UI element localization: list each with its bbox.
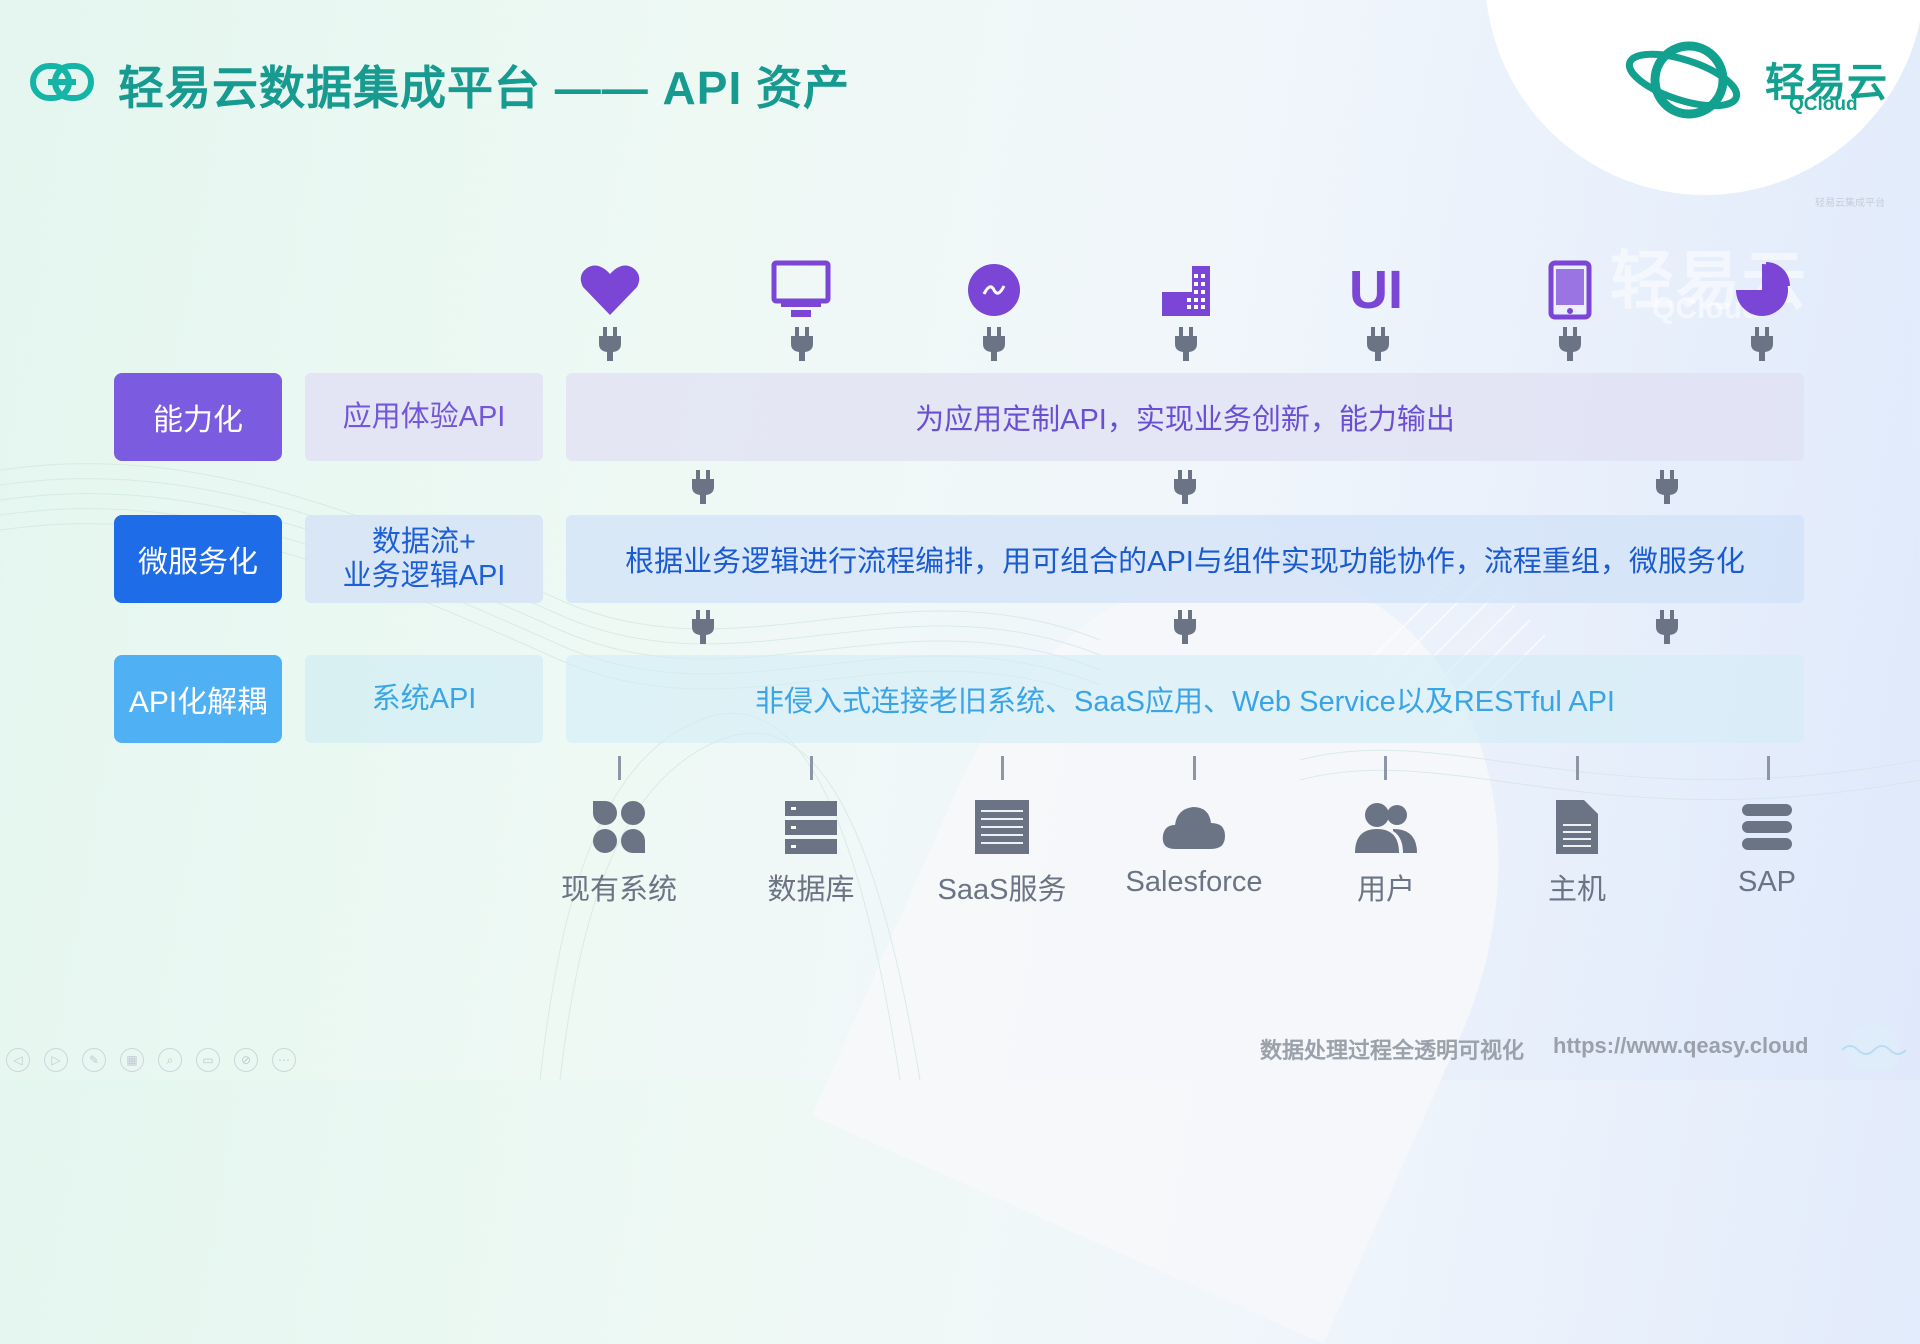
footer-slogan: 数据处理过程全透明可视化	[1260, 1038, 1525, 1063]
row-label-capability: 能力化	[114, 373, 282, 461]
plug-icon	[692, 470, 714, 504]
document-window-icon	[966, 795, 1038, 859]
slides-grid-icon[interactable]: ▦	[120, 1048, 144, 1072]
cloud-icon	[1158, 795, 1230, 859]
system-label-saas: SaaS服务	[937, 874, 1067, 906]
logo-text: 轻易云	[1765, 61, 1888, 105]
plug-icon	[1367, 327, 1389, 361]
footer-url[interactable]: https://www.qeasy.cloud	[1553, 1033, 1809, 1058]
plug-icon	[1656, 470, 1678, 504]
connector-line	[1576, 756, 1579, 780]
row-desc-microservice: 根据业务逻辑进行流程编排，用可组合的API与组件实现功能协作，流程重组，微服务化	[566, 515, 1804, 603]
ui-text-icon: UI	[1349, 260, 1403, 320]
connector-line	[618, 756, 621, 780]
subtitles-icon[interactable]: ▭	[196, 1048, 220, 1072]
camera-off-icon[interactable]: ⊘	[234, 1048, 258, 1072]
connector-line	[1384, 756, 1387, 780]
row-api-dataflow-line2: 业务逻辑API	[342, 560, 506, 592]
logo-subtext: QCloud	[1789, 94, 1858, 115]
system-label-user: 用户	[1356, 874, 1415, 906]
row-api-dataflow: 数据流+业务逻辑API	[305, 515, 543, 603]
row-api-experience: 应用体验API	[305, 373, 543, 461]
plug-icon	[1751, 327, 1773, 361]
plug-icon	[1559, 327, 1581, 361]
zoom-icon[interactable]: ⌕	[158, 1048, 182, 1072]
plug-icon	[1175, 327, 1197, 361]
row-label-microservice-text: 微服务化	[138, 546, 258, 579]
plug-icon	[599, 327, 621, 361]
qcloud-logo-icon	[1625, 41, 1741, 119]
connector-line	[1001, 756, 1004, 780]
pie-chart-icon	[1731, 258, 1793, 322]
database-server-icon	[775, 795, 847, 859]
wave-decoration-icon	[1841, 1024, 1907, 1070]
pulse-circle-icon	[963, 258, 1025, 322]
users-icon	[1350, 795, 1422, 859]
more-options-icon[interactable]: ⋯	[272, 1048, 296, 1072]
system-label-salesforce: Salesforce	[1125, 866, 1263, 898]
plug-icon	[1174, 470, 1196, 504]
plug-icon	[692, 610, 714, 644]
row-label-microservice: 微服务化	[114, 515, 282, 603]
heart-icon	[579, 258, 641, 322]
connector-line	[810, 756, 813, 780]
link-icon	[30, 63, 94, 101]
plug-icon	[791, 327, 813, 361]
row-label-decoupling: API化解耦	[114, 655, 282, 743]
row-desc-decoupling: 非侵入式连接老旧系统、SaaS应用、Web Service以及RESTful A…	[566, 655, 1804, 743]
next-slide-icon[interactable]: ▷	[44, 1048, 68, 1072]
page-title: 轻易云数据集成平台 —— API 资产	[118, 62, 851, 114]
prev-slide-icon[interactable]: ◁	[6, 1048, 30, 1072]
connector-line	[1767, 756, 1770, 780]
file-icon	[1541, 795, 1613, 859]
plug-icon	[1174, 610, 1196, 644]
system-label-database: 数据库	[767, 874, 855, 906]
monitor-icon	[770, 258, 832, 322]
pen-icon[interactable]: ✎	[82, 1048, 106, 1072]
system-label-sap: SAP	[1737, 866, 1797, 898]
plug-icon	[983, 327, 1005, 361]
system-label-host: 主机	[1547, 874, 1606, 906]
row-desc-capability: 为应用定制API，实现业务创新，能力输出	[566, 373, 1804, 461]
plug-icon	[1656, 610, 1678, 644]
building-icon	[1155, 258, 1217, 322]
row-api-dataflow-line1: 数据流+	[372, 526, 476, 558]
logo-caption: 轻易云集成平台	[1815, 198, 1885, 209]
system-label-existing: 现有系统	[560, 874, 677, 906]
row-api-system: 系统API	[305, 655, 543, 743]
stack-icon	[1731, 795, 1803, 859]
tablet-icon	[1539, 258, 1601, 322]
connector-line	[1193, 756, 1196, 780]
grid-blocks-icon	[583, 795, 655, 859]
